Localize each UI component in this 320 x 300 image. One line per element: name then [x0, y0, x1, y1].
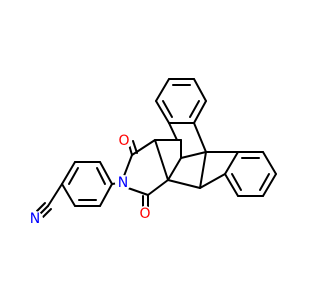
oxygen-label-bottom: O	[139, 206, 150, 222]
atom-label-nitrogen-imide: N	[115, 175, 131, 191]
nitrile-group	[36, 183, 63, 218]
nitrogen-label-nitrile: N	[30, 211, 40, 227]
molecule-canvas: O O N N	[27, 78, 277, 227]
atom-label-oxygen-bottom: O	[137, 206, 153, 222]
benzonitrile-ring	[61, 161, 120, 207]
upper-benzene-ring	[155, 78, 207, 124]
atom-label-oxygen-top: O	[116, 133, 132, 149]
nitrogen-label-imide: N	[118, 175, 128, 191]
atom-label-nitrogen-nitrile: N	[27, 211, 43, 227]
right-benzene-ring	[224, 151, 277, 197]
bridge-framework	[154, 122, 239, 189]
structure-diagram: O O N N	[27, 78, 277, 227]
oxygen-label-top: O	[118, 133, 129, 149]
imide-ring	[123, 139, 169, 209]
